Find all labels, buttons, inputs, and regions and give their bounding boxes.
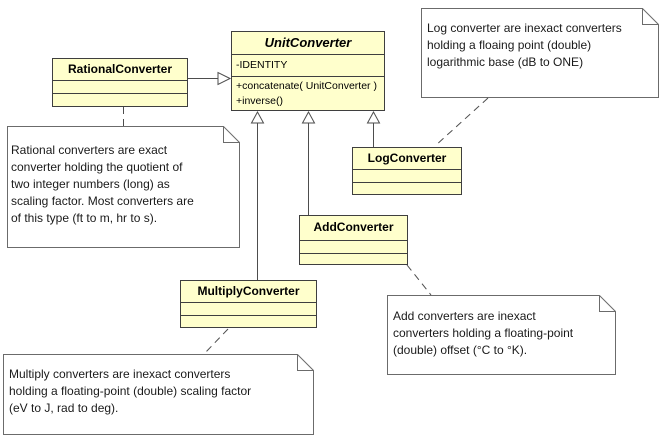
class-attributes: [353, 169, 461, 182]
class-title: UnitConverter: [264, 35, 352, 50]
method-concatenate: +concatenate( UnitConverter ): [236, 80, 377, 92]
generalization-arrow-icon: [217, 71, 232, 86]
class-attributes: [181, 302, 316, 315]
note-fold-icon: [297, 354, 314, 371]
note-log-text: Log converter are inexact converters hol…: [427, 21, 622, 69]
note-shape-multiply: [3, 354, 314, 435]
class-box-rationalconverter: RationalConverter: [52, 58, 188, 107]
note-fold-icon: [599, 295, 616, 312]
note-anchor-line-multiply: [203, 328, 229, 355]
generalization-arrow-icon: [366, 110, 381, 124]
note-multiply-text: Multiply converters are inexact converte…: [9, 367, 252, 415]
class-title: MultiplyConverter: [197, 284, 300, 298]
class-title: RationalConverter: [67, 62, 173, 76]
note-add-text: Add converters are inexact converters ho…: [393, 309, 574, 357]
note-shape-rational: [7, 126, 240, 248]
note-anchor-line-log: [434, 97, 489, 147]
class-box-logconverter: LogConverter: [352, 147, 462, 195]
class-attributes: [300, 240, 407, 253]
class-title: AddConverter: [313, 220, 394, 234]
class-box-multiplyconverter: MultiplyConverter: [180, 280, 317, 328]
class-box-unitconverter: UnitConverter -IDENTITY +concatenate( Un…: [231, 31, 385, 111]
note-anchor-line-add: [406, 264, 432, 296]
class-attributes: [53, 80, 187, 93]
method-inverse: +inverse(): [236, 95, 283, 107]
class-methods: [181, 315, 316, 327]
class-methods: [353, 182, 461, 194]
class-methods: [53, 93, 187, 106]
note-shape-add: [387, 295, 616, 375]
generalization-arrow-icon: [250, 110, 265, 124]
class-attributes: -IDENTITY: [232, 54, 384, 76]
class-methods: +concatenate( UnitConverter ) +inverse(): [232, 76, 384, 110]
class-box-addconverter: AddConverter: [299, 215, 408, 265]
note-fold-icon: [642, 8, 659, 25]
class-title: LogConverter: [367, 151, 447, 165]
note-shape-log: [421, 8, 659, 98]
note-fold-icon: [223, 126, 240, 143]
class-methods: [300, 253, 407, 264]
note-rational-text: Rational converters are exact converter …: [11, 143, 194, 225]
generalization-arrow-icon: [301, 110, 316, 124]
attribute-identity: -IDENTITY: [236, 59, 288, 71]
